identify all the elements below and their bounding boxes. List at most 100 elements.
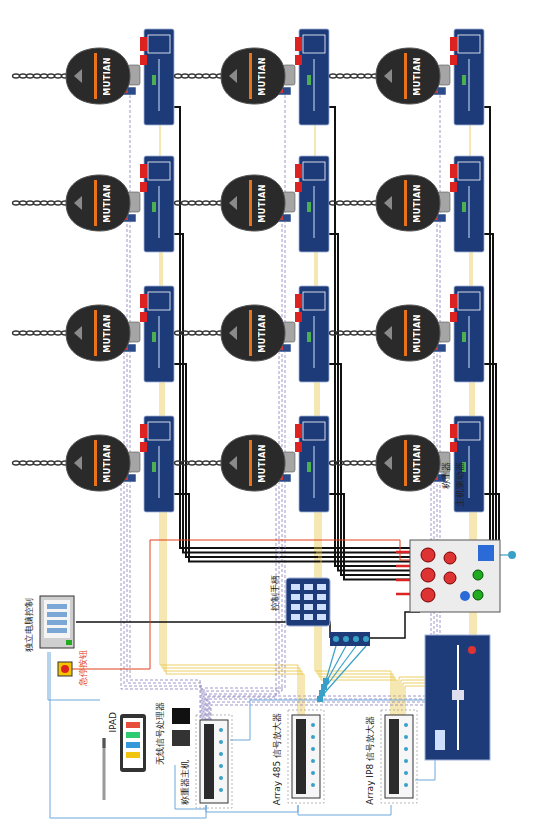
stylus-tip [103, 738, 106, 748]
hoist-body [370, 432, 442, 494]
driver-plug [295, 424, 302, 438]
hub-cable [320, 646, 366, 698]
handle-key [317, 584, 326, 590]
chain-link [182, 74, 189, 78]
handle-key [304, 604, 313, 610]
driver-display [458, 162, 480, 180]
emergency-stop-wire [72, 540, 410, 669]
hoist-logo [229, 456, 237, 470]
weigh-signal-wire [208, 89, 444, 720]
wireless-receiver [172, 730, 190, 746]
chain-link [358, 461, 365, 465]
driver-unit [144, 29, 174, 125]
brand-label: MUTIAN [412, 444, 423, 483]
emergency-stop-button [58, 662, 72, 676]
hoist-shell [66, 435, 130, 491]
driver-indicator [307, 332, 311, 342]
power-cable [174, 107, 410, 548]
driver-display [148, 422, 170, 440]
chain-link [210, 331, 217, 335]
driver-plug [450, 182, 457, 192]
connector [50, 652, 206, 818]
driver-plug [295, 55, 302, 65]
handle-key [304, 614, 313, 620]
weigh-signal-wire [211, 476, 444, 720]
chain-link [351, 74, 358, 78]
red-socket [444, 572, 456, 584]
driver-plug [450, 294, 457, 308]
signal-wire [166, 512, 304, 715]
device-node: 称重器主机 [180, 720, 232, 805]
chain-link [365, 331, 372, 335]
signal-rack [292, 715, 320, 798]
driver-unit [144, 416, 174, 512]
handle-key [304, 594, 313, 600]
signal-wire [321, 512, 397, 715]
hoist-logo [74, 456, 82, 470]
driver-display [303, 35, 325, 53]
chain-hoist: MUTIAN [215, 172, 287, 234]
hoist-body [215, 302, 287, 364]
rack-port [404, 771, 408, 775]
brand-label: MUTIAN [102, 184, 113, 223]
brand-label: MUTIAN [257, 444, 268, 483]
screen-row [47, 628, 67, 633]
weigh-signal-wire [209, 216, 444, 720]
chain-link [365, 201, 372, 205]
driver-unit [454, 29, 484, 125]
cable-connector [508, 551, 516, 559]
chain-link [189, 74, 196, 78]
chain-link [41, 74, 48, 78]
driver-plug [450, 312, 457, 322]
chain-link [34, 201, 41, 205]
weigh-signal-wire [205, 216, 289, 720]
chain-link [175, 201, 182, 205]
brand-label: MUTIAN [412, 184, 423, 223]
chain-link [351, 201, 358, 205]
hub-cable [322, 646, 356, 692]
driver-indicator [307, 75, 311, 85]
cable-connector [317, 696, 323, 702]
device-label: 称重器主机 [180, 760, 191, 805]
hoist-stripe [94, 180, 97, 226]
driver-slot [314, 316, 315, 368]
driver-display [148, 162, 170, 180]
chain-hoist: MUTIAN [370, 302, 442, 364]
power-cable [484, 494, 499, 540]
hoist-body [215, 172, 287, 234]
green-socket [473, 570, 483, 580]
device-label: IPAD [108, 712, 119, 733]
wire-group [48, 89, 508, 780]
rack-port [404, 783, 408, 787]
chain-link [196, 331, 203, 335]
rack-port [311, 783, 315, 787]
hub-cable [500, 554, 508, 555]
hoist-shell [376, 435, 440, 491]
driver-display [458, 292, 480, 310]
device-label: 急停按钮 [78, 650, 89, 686]
chain-link [351, 331, 358, 335]
ipad-screen [123, 718, 143, 768]
device-label: Array IP8 信号放大器 [365, 716, 376, 805]
rack-port [219, 728, 223, 732]
driver-indicator [307, 202, 311, 212]
hoist-logo [229, 69, 237, 83]
driver-slot [469, 59, 470, 111]
chain-link [27, 461, 34, 465]
chain-link [27, 74, 34, 78]
hoist-stripe [249, 310, 252, 356]
driver-slot [159, 446, 160, 498]
chain-link [203, 201, 210, 205]
rack-outline [288, 710, 324, 803]
chain-link [20, 461, 27, 465]
driver-slot [314, 59, 315, 111]
device-node: 控制手柄 [270, 575, 332, 630]
hoist-body [215, 45, 287, 107]
driver-plug [295, 164, 302, 178]
chain-link [13, 461, 20, 465]
connector [206, 805, 298, 812]
driver-display [303, 292, 325, 310]
weigh-signal-wire [130, 89, 200, 720]
driver-unit [454, 156, 484, 252]
chain-hoist: MUTIAN [60, 302, 132, 364]
